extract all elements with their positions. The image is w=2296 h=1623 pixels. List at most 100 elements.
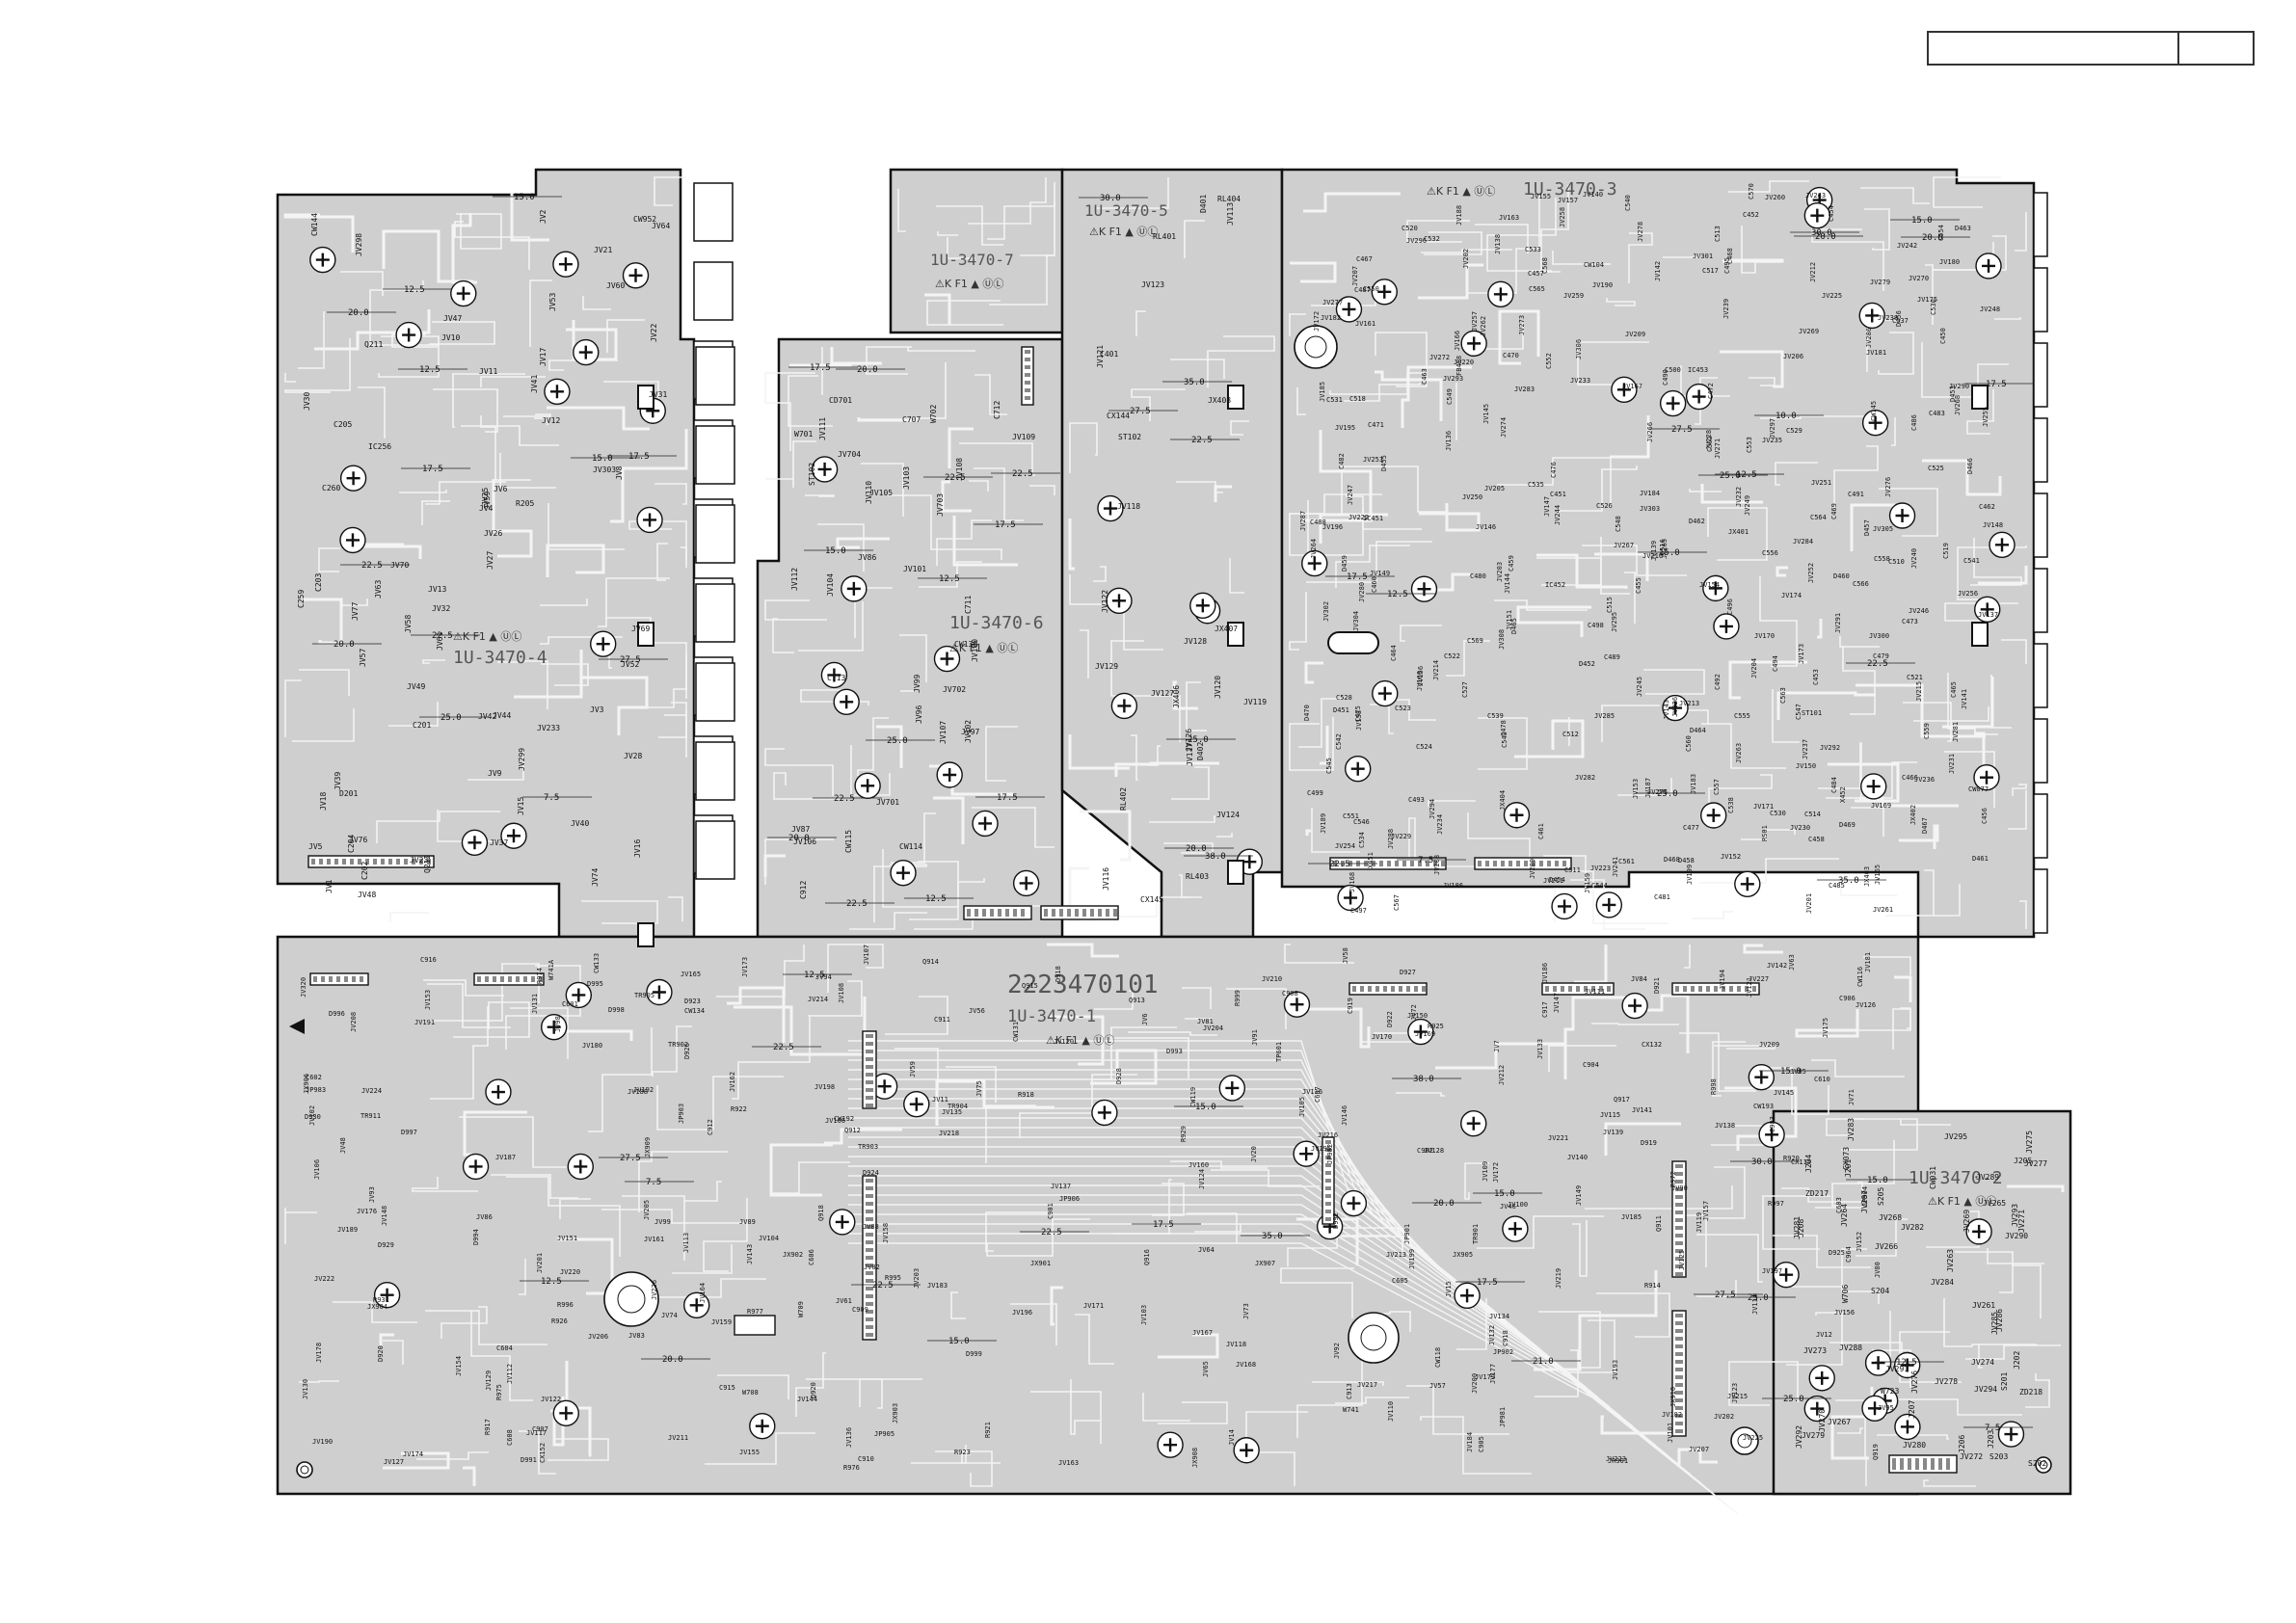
jumper-length-label: 30.0 — [1100, 194, 1121, 203]
ref-designator: TR905 — [634, 992, 654, 999]
ref-designator: JV209 — [1759, 1041, 1779, 1049]
header-pin — [1325, 1163, 1331, 1167]
header-pin — [1052, 909, 1055, 917]
copper-trace — [1708, 774, 1773, 805]
copper-trace — [1335, 545, 1410, 588]
capacitor-polarity-mark — [1299, 1147, 1314, 1161]
capacitor-polarity-mark — [1972, 1224, 1987, 1238]
ref-designator: JV293 — [1443, 375, 1463, 383]
ref-designator: JV168 — [1348, 872, 1356, 892]
jumper-length-label: 10.0 — [1775, 412, 1797, 421]
ref-designator: C534 — [1358, 832, 1366, 848]
ref-designator: JV186 — [1541, 963, 1549, 983]
ref-designator: C541 — [1963, 557, 1980, 565]
ref-designator: JV133 — [1536, 1039, 1544, 1059]
copper-trace — [1068, 519, 1075, 571]
copper-trace — [389, 912, 429, 922]
copper-trace — [1741, 829, 1796, 840]
ref-designator: TP601 — [1275, 1042, 1283, 1062]
copper-trace — [684, 1181, 722, 1202]
header-pin — [508, 976, 512, 982]
ref-designator: JV156 — [1417, 666, 1425, 686]
jumper-length-label: 12.5 — [1896, 1358, 1917, 1368]
copper-trace — [503, 413, 551, 417]
ref-designator: JV108 — [955, 458, 964, 481]
ref-designator: JV47 — [443, 314, 462, 323]
copper-trace — [302, 598, 343, 645]
ref-designator: JR901 — [1608, 1457, 1628, 1465]
ref-designator: JV293 — [2011, 1204, 2019, 1227]
header-pin — [1478, 861, 1482, 866]
copper-trace — [492, 479, 533, 558]
ref-designator: C911 — [934, 1016, 950, 1024]
ref-designator: JV171 — [1083, 1302, 1104, 1310]
copper-trace — [652, 1025, 692, 1077]
copper-trace — [1302, 430, 1373, 522]
ref-designator: Q212 — [423, 855, 432, 873]
header-pin — [1675, 1203, 1683, 1207]
copper-trace — [897, 189, 906, 232]
header-pin — [1021, 909, 1025, 917]
capacitor-polarity-mark — [1810, 208, 1825, 223]
ref-designator: JV228 — [1705, 430, 1713, 450]
copper-trace — [654, 483, 687, 505]
ref-designator: JV213 — [1679, 700, 1699, 707]
copper-trace — [470, 1311, 533, 1401]
ref-designator: JV216 — [1318, 1131, 1338, 1139]
copper-trace — [1375, 332, 1428, 387]
ref-designator: JV113 — [682, 1233, 690, 1253]
jumper-length-label: 17.5 — [628, 452, 650, 462]
header-pin — [1025, 350, 1030, 354]
header-pin — [388, 859, 392, 865]
ref-designator: JV61 — [436, 632, 444, 651]
ref-designator: C544 — [1591, 882, 1608, 890]
ref-designator: Q915 — [1022, 982, 1038, 990]
board-certification-marks: ⚠K F1 ▲ ⓊⓁ — [1046, 1034, 1114, 1047]
ref-designator: R926 — [551, 1317, 568, 1325]
ref-designator: JV20 — [1250, 1146, 1258, 1162]
header-pin — [1675, 1368, 1683, 1371]
ref-designator: C483 — [1929, 410, 1945, 417]
ref-designator: JV288 — [1839, 1344, 1862, 1352]
jumper-length-label: 22.5 — [1867, 659, 1888, 669]
ref-designator: JV146 — [1476, 523, 1496, 531]
jumper-length-label: 27.5 — [620, 655, 641, 665]
header-pin — [1555, 861, 1559, 866]
jumper-length-label: 22.5 — [846, 899, 868, 909]
copper-trace — [1128, 1031, 1217, 1036]
ref-designator: D992 — [1332, 1212, 1340, 1229]
ref-designator: C603 — [1835, 1197, 1843, 1213]
ref-designator: JP982 — [1326, 1144, 1334, 1164]
ref-designator: JV107 — [863, 945, 870, 965]
ref-designator: JV15 — [517, 797, 525, 815]
ref-designator: JV171 — [1753, 803, 1774, 811]
copper-trace — [2012, 784, 2027, 796]
board-certification-marks: ⚠K F1 ▲ ⓊⓁ — [1089, 226, 1158, 238]
ref-designator: D920 — [377, 1345, 385, 1362]
header-pin — [365, 859, 369, 865]
warning-triangle-icon — [289, 1019, 305, 1034]
ref-designator: JV126 — [1185, 729, 1193, 752]
ref-designator: JV25 — [481, 488, 490, 506]
copper-trace — [1978, 566, 2028, 585]
ref-designator: J204 — [1804, 1155, 1813, 1173]
header-pin — [1399, 986, 1402, 992]
ref-designator: JV272 — [1429, 354, 1450, 361]
ref-designator: JV53 — [548, 293, 557, 311]
ref-designator: JV84 — [1631, 975, 1647, 983]
ref-designator: D457 — [1863, 519, 1871, 536]
copper-trace — [299, 1380, 339, 1383]
ref-designator: C546 — [1353, 818, 1370, 826]
capacitor-polarity-mark — [468, 1159, 483, 1174]
header-pin — [1745, 986, 1749, 992]
copper-trace — [416, 1451, 489, 1460]
capacitor-polarity-mark — [491, 1085, 505, 1100]
header-pin — [1545, 986, 1549, 992]
transistor — [734, 1315, 776, 1336]
copper-trace — [1863, 956, 1911, 975]
ref-designator: JV219 — [1555, 1268, 1562, 1289]
ref-designator: CX073 — [1842, 1147, 1851, 1170]
jumper-length-label: 12.5 — [541, 1277, 562, 1287]
ref-designator: JP905 — [874, 1430, 894, 1438]
ref-designator: JV147 — [1543, 496, 1551, 517]
